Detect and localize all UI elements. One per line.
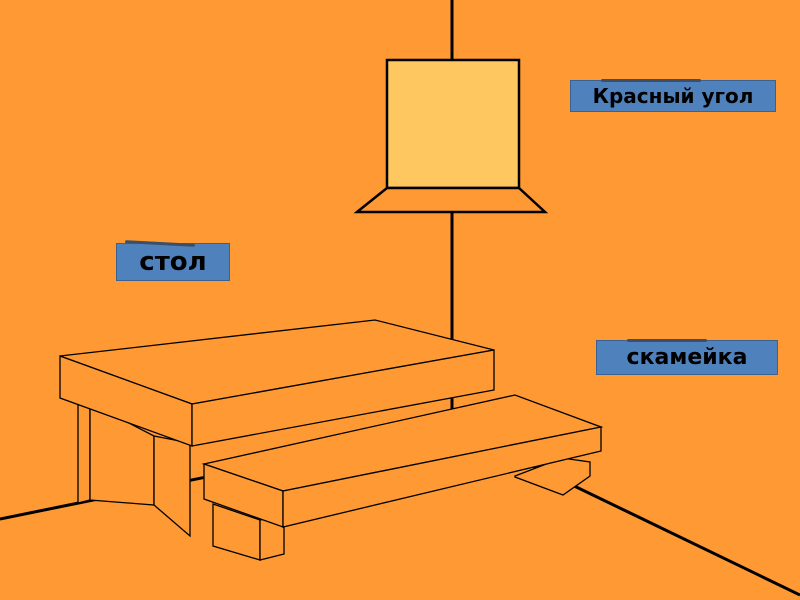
label-bench-text: скамейка [626, 345, 748, 370]
bench-top-side [282, 426, 602, 528]
table-top-side [191, 349, 495, 447]
icon-shelf [353, 58, 549, 214]
table-leg-right [153, 435, 191, 538]
label-table: стол [116, 240, 230, 281]
icon-shelf-board [353, 186, 549, 214]
label-accent-line [601, 79, 701, 82]
bench [201, 394, 604, 561]
label-red-corner: Красный угол [570, 79, 776, 112]
label-accent-line [627, 339, 707, 342]
table [59, 319, 495, 538]
icon-frame [385, 58, 521, 190]
label-bench: скамейка [596, 339, 778, 375]
label-red-corner-text: Красный угол [592, 84, 754, 108]
label-table-text: стол [139, 247, 207, 277]
table-leg-left-side [77, 402, 91, 504]
